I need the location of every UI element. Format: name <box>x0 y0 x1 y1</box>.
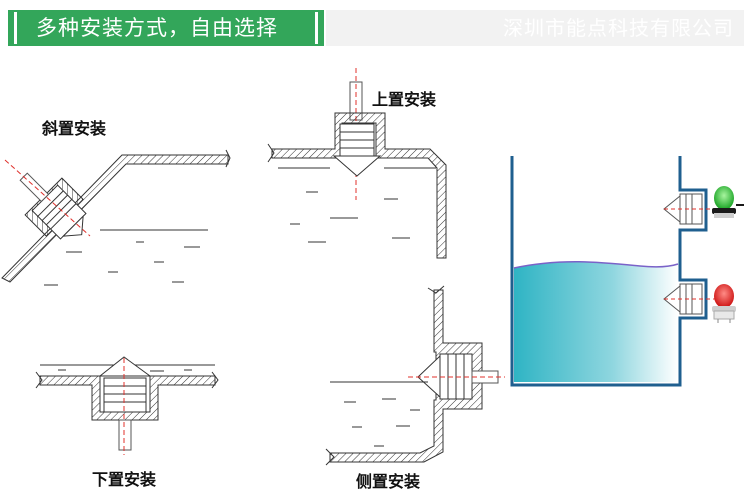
bottom-liquid-dashes <box>58 369 192 372</box>
company-name: 深圳市能点科技有限公司 <box>503 16 734 40</box>
top-wall-break <box>267 143 275 163</box>
header-company-bar: 深圳市能点科技有限公司 <box>326 10 744 46</box>
tank-diagram <box>510 156 744 387</box>
side-install-diagram <box>325 285 505 466</box>
bottom-floor-wall <box>39 375 216 421</box>
top-sensor-cone <box>332 155 382 177</box>
slant-wall <box>1 154 229 283</box>
tank-upper-sensor-body <box>679 193 703 225</box>
slant-sensor <box>19 172 87 240</box>
label-side-install: 侧置安装 <box>356 472 421 491</box>
slant-centerline <box>4 159 91 237</box>
red-alarm-light-icon <box>712 284 736 323</box>
label-bottom-install: 下置安装 <box>92 470 157 489</box>
slant-install-diagram <box>1 149 231 286</box>
header-accent-right <box>315 12 318 44</box>
header-accent-left <box>14 12 17 44</box>
top-install-diagram <box>267 68 447 259</box>
tank-liquid <box>514 261 678 382</box>
label-top-install: 上置安装 <box>372 90 437 109</box>
top-liquid-marks <box>278 167 436 243</box>
header-banner: 多种安装方式，自由选择 深圳市能点科技有限公司 <box>0 10 750 46</box>
tank-lower-sensor-body <box>679 283 703 315</box>
bottom-sensor-body <box>103 377 147 413</box>
slant-wall-break <box>225 149 231 168</box>
slant-liquid-marks <box>44 241 200 286</box>
tank-outline <box>510 156 708 387</box>
label-slant-install: 斜置安装 <box>42 119 107 138</box>
side-liquid-marks <box>344 398 420 447</box>
bottom-install-diagram <box>35 356 219 455</box>
tank-liquid-surface <box>513 261 679 269</box>
bottom-cable <box>118 419 132 451</box>
bottom-sensor-cone <box>98 356 152 377</box>
header-title-bar: 多种安装方式，自由选择 <box>8 10 324 46</box>
green-alarm-light-icon <box>712 186 744 218</box>
page-title: 多种安装方式，自由选择 <box>36 16 278 40</box>
